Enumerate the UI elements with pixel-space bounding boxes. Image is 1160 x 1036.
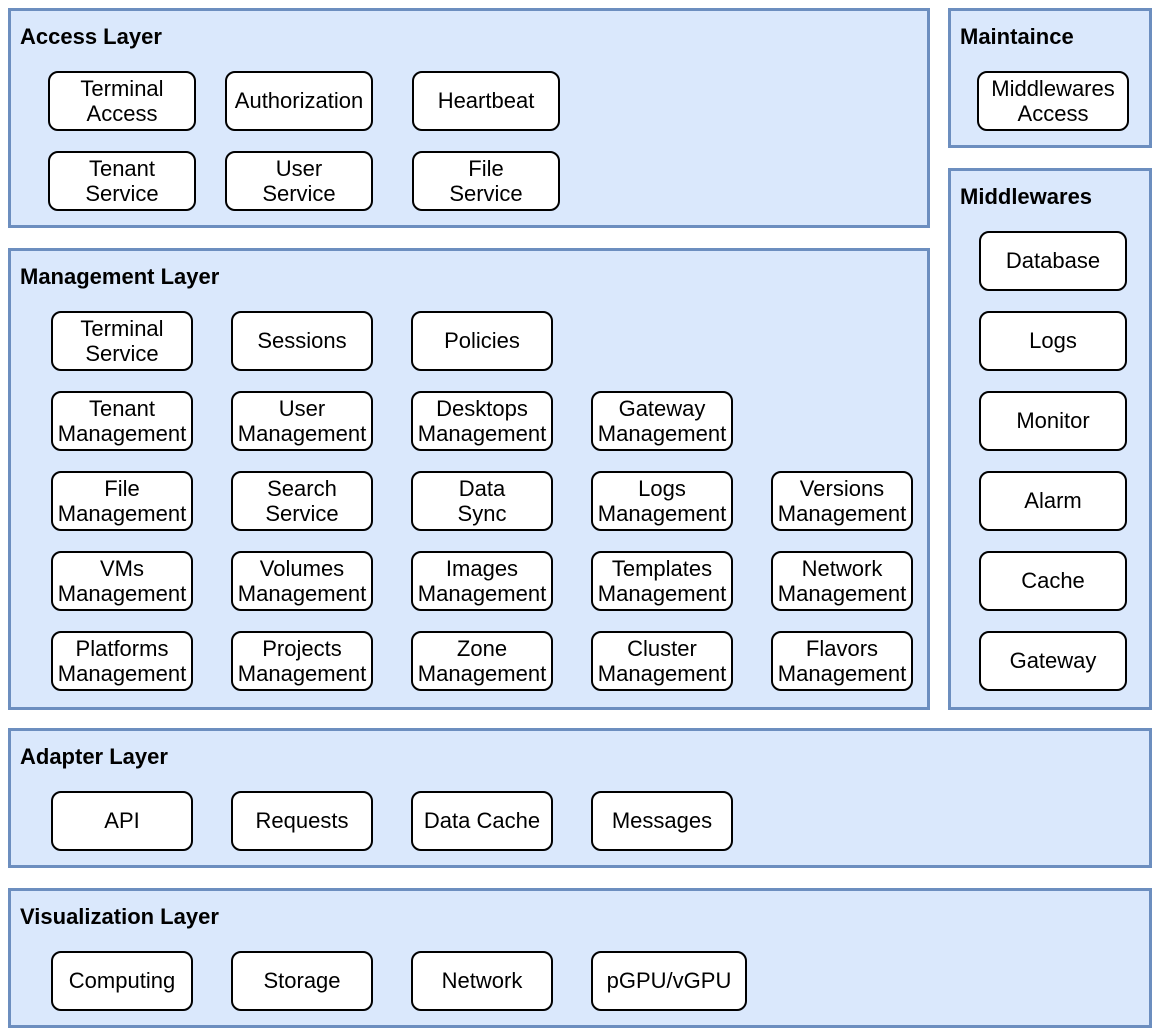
access-layer-panel: Access Layer Terminal Access Authorizati… <box>8 8 930 228</box>
node-flavors-management: Flavors Management <box>771 631 913 691</box>
node-platforms-management: Platforms Management <box>51 631 193 691</box>
node-user-management: User Management <box>231 391 373 451</box>
management-layer-panel: Management Layer Terminal Service Sessio… <box>8 248 930 710</box>
node-images-management: Images Management <box>411 551 553 611</box>
node-search-service: Search Service <box>231 471 373 531</box>
node-messages: Messages <box>591 791 733 851</box>
node-desktops-management: Desktops Management <box>411 391 553 451</box>
node-tenant-management: Tenant Management <box>51 391 193 451</box>
node-middlewares-access: Middlewares Access <box>977 71 1129 131</box>
visualization-layer-title: Visualization Layer <box>20 904 219 929</box>
node-alarm: Alarm <box>979 471 1127 531</box>
access-layer-title: Access Layer <box>20 24 162 49</box>
node-vms-management: VMs Management <box>51 551 193 611</box>
node-gateway: Gateway <box>979 631 1127 691</box>
middlewares-panel: Middlewares Database Logs Monitor Alarm … <box>948 168 1152 710</box>
node-monitor: Monitor <box>979 391 1127 451</box>
node-authorization: Authorization <box>225 71 373 131</box>
node-user-service: User Service <box>225 151 373 211</box>
node-policies: Policies <box>411 311 553 371</box>
node-sessions: Sessions <box>231 311 373 371</box>
node-heartbeat: Heartbeat <box>412 71 560 131</box>
node-file-management: File Management <box>51 471 193 531</box>
node-cluster-management: Cluster Management <box>591 631 733 691</box>
node-pgpu-vgpu: pGPU/vGPU <box>591 951 747 1011</box>
node-gateway-management: Gateway Management <box>591 391 733 451</box>
node-database: Database <box>979 231 1127 291</box>
adapter-layer-title: Adapter Layer <box>20 744 168 769</box>
node-cache: Cache <box>979 551 1127 611</box>
node-tenant-service: Tenant Service <box>48 151 196 211</box>
node-network: Network <box>411 951 553 1011</box>
node-zone-management: Zone Management <box>411 631 553 691</box>
maintaince-title: Maintaince <box>960 24 1074 49</box>
node-data-sync: Data Sync <box>411 471 553 531</box>
node-logs: Logs <box>979 311 1127 371</box>
node-data-cache: Data Cache <box>411 791 553 851</box>
middlewares-title: Middlewares <box>960 184 1093 209</box>
node-volumes-management: Volumes Management <box>231 551 373 611</box>
node-file-service: File Service <box>412 151 560 211</box>
node-storage: Storage <box>231 951 373 1011</box>
node-api: API <box>51 791 193 851</box>
node-versions-management: Versions Management <box>771 471 913 531</box>
management-layer-title: Management Layer <box>20 264 220 289</box>
node-computing: Computing <box>51 951 193 1011</box>
node-templates-management: Templates Management <box>591 551 733 611</box>
maintaince-panel: Maintaince Middlewares Access <box>948 8 1152 148</box>
node-network-management: Network Management <box>771 551 913 611</box>
node-logs-management: Logs Management <box>591 471 733 531</box>
node-requests: Requests <box>231 791 373 851</box>
node-terminal-access: Terminal Access <box>48 71 196 131</box>
node-terminal-service: Terminal Service <box>51 311 193 371</box>
visualization-layer-panel: Visualization Layer Computing Storage Ne… <box>8 888 1152 1028</box>
adapter-layer-panel: Adapter Layer API Requests Data Cache Me… <box>8 728 1152 868</box>
node-projects-management: Projects Management <box>231 631 373 691</box>
